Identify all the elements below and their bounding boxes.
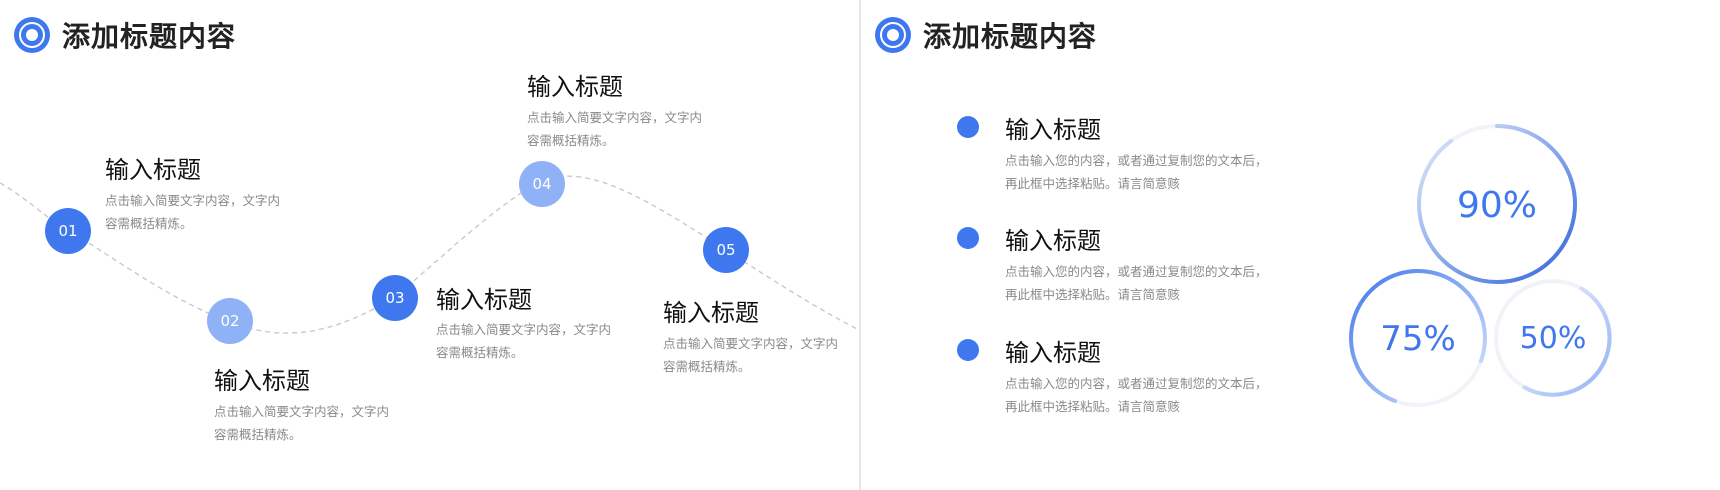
item-title-2: 输入标题 [1005, 227, 1101, 255]
step-desc-03: 点击输入简要文字内容，文字内容需概括精炼。 [436, 322, 612, 360]
target-icon [875, 17, 911, 53]
bullet-dot [957, 339, 979, 361]
step-title-03: 输入标题 [436, 286, 532, 314]
page-title: 添加标题内容 [923, 20, 1098, 53]
page-title: 添加标题内容 [62, 20, 237, 53]
ring-label-90: 90% [1457, 185, 1537, 226]
bullet-dot [957, 116, 979, 138]
step-desc-04: 点击输入简要文字内容，文字内容需概括精炼。 [527, 110, 703, 148]
item-desc-2: 点击输入您的内容，或者通过复制您的文本后，再此框中选择粘贴。请言简意赅 [1005, 264, 1268, 302]
item-title-3: 输入标题 [1005, 339, 1101, 367]
ring-75: 75% [1349, 269, 1487, 407]
item-desc-1: 点击输入您的内容，或者通过复制您的文本后，再此框中选择粘贴。请言简意赅 [1005, 153, 1268, 191]
bullet-dot [957, 227, 979, 249]
ring-90: 90% [1417, 124, 1577, 284]
step-desc-05: 点击输入简要文字内容，文字内容需概括精炼。 [663, 336, 839, 374]
title-row: 添加标题内容 [14, 14, 236, 56]
item-title-1: 输入标题 [1005, 116, 1101, 144]
step-desc-02: 点击输入简要文字内容，文字内容需概括精炼。 [214, 404, 390, 442]
slide-divider [859, 0, 861, 490]
step-title-02: 输入标题 [214, 367, 310, 395]
progress-rings: 90% 75% 50% [1349, 124, 1612, 407]
item-desc-3: 点击输入您的内容，或者通过复制您的文本后，再此框中选择粘贴。请言简意赅 [1005, 376, 1268, 414]
step-node-03: 03 [372, 275, 418, 321]
step-node-04: 04 [519, 161, 565, 207]
timeline-curve [0, 175, 859, 334]
step-title-01: 输入标题 [105, 156, 201, 184]
target-icon [14, 17, 50, 53]
step-node-02: 02 [207, 298, 253, 344]
slide-progress: 添加标题内容 输入标题 点击输入您的内容，或者通过复制您的文本后，再此框中选择粘… [861, 0, 1720, 490]
step-title-04: 输入标题 [527, 73, 623, 101]
step-title-05: 输入标题 [663, 299, 759, 327]
step-node-01: 01 [45, 208, 91, 254]
ring-arc-90 [1417, 124, 1577, 284]
ring-label-50: 50% [1520, 321, 1587, 356]
step-node-05: 05 [703, 227, 749, 273]
ring-arc-50 [1522, 286, 1612, 397]
ring-arc-75 [1349, 269, 1487, 403]
ring-label-75: 75% [1380, 319, 1456, 359]
ring-50: 50% [1494, 279, 1612, 397]
step-desc-01: 点击输入简要文字内容，文字内容需概括精炼。 [105, 193, 281, 231]
slide-timeline: 添加标题内容 01 输入标题 点击输入简要文字内容，文字内容需概括精炼。 02 … [0, 0, 859, 490]
title-row: 添加标题内容 [875, 14, 1097, 56]
